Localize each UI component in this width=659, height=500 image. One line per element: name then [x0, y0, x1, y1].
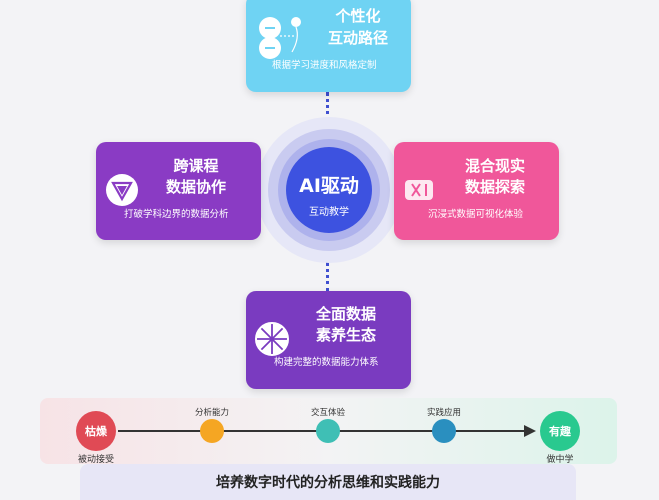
center-title: AI驱动 [299, 175, 359, 197]
card-left-title-line2: 数据协作 [165, 178, 226, 196]
journey-start-label: 枯燥 [85, 425, 107, 438]
card-cross-course: 跨课程 数据协作 打破学科边界的数据分析 [96, 142, 261, 240]
card-data-literacy: 全面数据 素养生态 构建完整的数据能力体系 [246, 291, 411, 389]
center-subtitle: 互动教学 [309, 207, 349, 218]
center-hub: AI驱动 互动教学 [256, 117, 402, 263]
journey-arrow-head [524, 425, 536, 437]
card-right-title-line2: 数据探索 [464, 178, 525, 196]
card-bottom-title-line2: 素养生态 [315, 326, 376, 344]
card-top-title-line2: 互动路径 [327, 29, 388, 47]
card-right-subtitle: 沉浸式数据可视化体验 [428, 209, 524, 220]
stage-label-analysis: 分析能力 [194, 408, 229, 418]
card-bottom-subtitle: 构建完整的数据能力体系 [274, 357, 379, 368]
journey-end-circle [540, 411, 580, 451]
journey-start-caption: 被动接受 [77, 455, 114, 465]
card-left-subtitle: 打破学科边界的数据分析 [124, 209, 229, 220]
card-top-title-line1: 个性化 [335, 7, 381, 25]
card-mixed-reality: 混合现实 数据探索 沉浸式数据可视化体验 [394, 142, 559, 240]
connector-bottom [326, 262, 329, 292]
card-bottom-title-line1: 全面数据 [315, 305, 376, 323]
stage-dot-practice [432, 419, 456, 443]
footer-banner: 培养数字时代的分析思维和实践能力 [80, 464, 576, 500]
card-personalized-path: 个性化 互动路径 根据学习进度和风格定制 [246, 0, 411, 92]
triangle-icon [104, 172, 140, 208]
stage-dot-analysis [200, 419, 224, 443]
journey-end-caption: 做中学 [546, 455, 574, 465]
people-icon [256, 14, 304, 62]
journey-end-label: 有趣 [549, 425, 571, 438]
card-top-subtitle: 根据学习进度和风格定制 [272, 60, 377, 71]
vr-headset-icon [404, 178, 434, 202]
connector-top [326, 92, 329, 122]
card-right-title-line1: 混合现实 [464, 157, 525, 175]
stage-label-practice: 实践应用 [426, 408, 461, 418]
footer-text: 培养数字时代的分析思维和实践能力 [216, 475, 440, 491]
wheel-icon [254, 321, 290, 357]
journey-start-circle [76, 411, 116, 451]
stage-dot-interaction [316, 419, 340, 443]
card-left-title-line1: 跨课程 [173, 157, 219, 175]
stage-label-interaction: 交互体验 [310, 408, 345, 418]
